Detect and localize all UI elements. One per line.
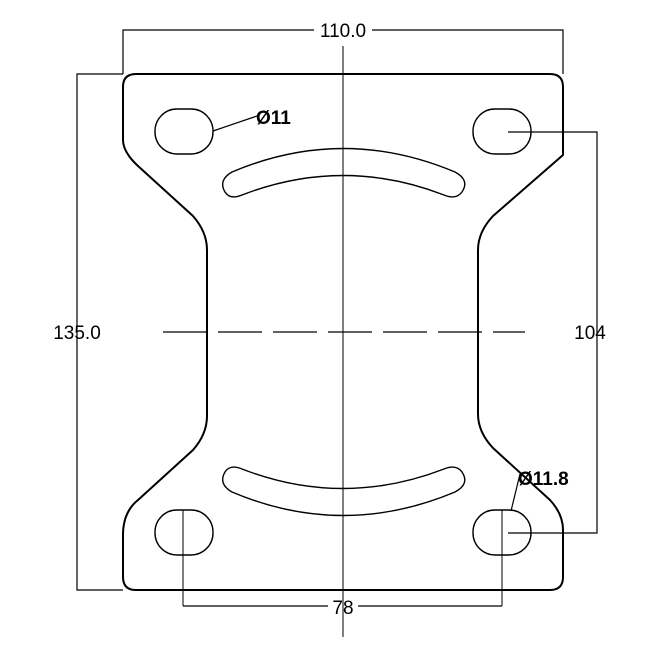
callout-bottom-hole-diameter: Ø11.8 bbox=[518, 469, 569, 490]
dimension-label-hole-spacing-vertical: 104 bbox=[574, 323, 606, 344]
leader-line-top-hole bbox=[212, 115, 258, 132]
dimension-label-height: 135.0 bbox=[53, 323, 101, 344]
mounting-hole-bottom-left bbox=[154, 509, 214, 556]
plate-outline bbox=[122, 73, 564, 591]
leader-line-bottom-hole bbox=[510, 473, 521, 512]
dimension-line-height bbox=[76, 73, 123, 591]
callout-top-hole-diameter: Ø11 bbox=[256, 108, 291, 129]
arc-slot-top bbox=[222, 147, 466, 198]
dimension-line-hole-spacing-vertical bbox=[508, 131, 598, 534]
dimension-label-width: 110.0 bbox=[320, 21, 366, 42]
arc-slot-bottom bbox=[222, 466, 466, 517]
mounting-hole-top-left bbox=[154, 108, 214, 155]
